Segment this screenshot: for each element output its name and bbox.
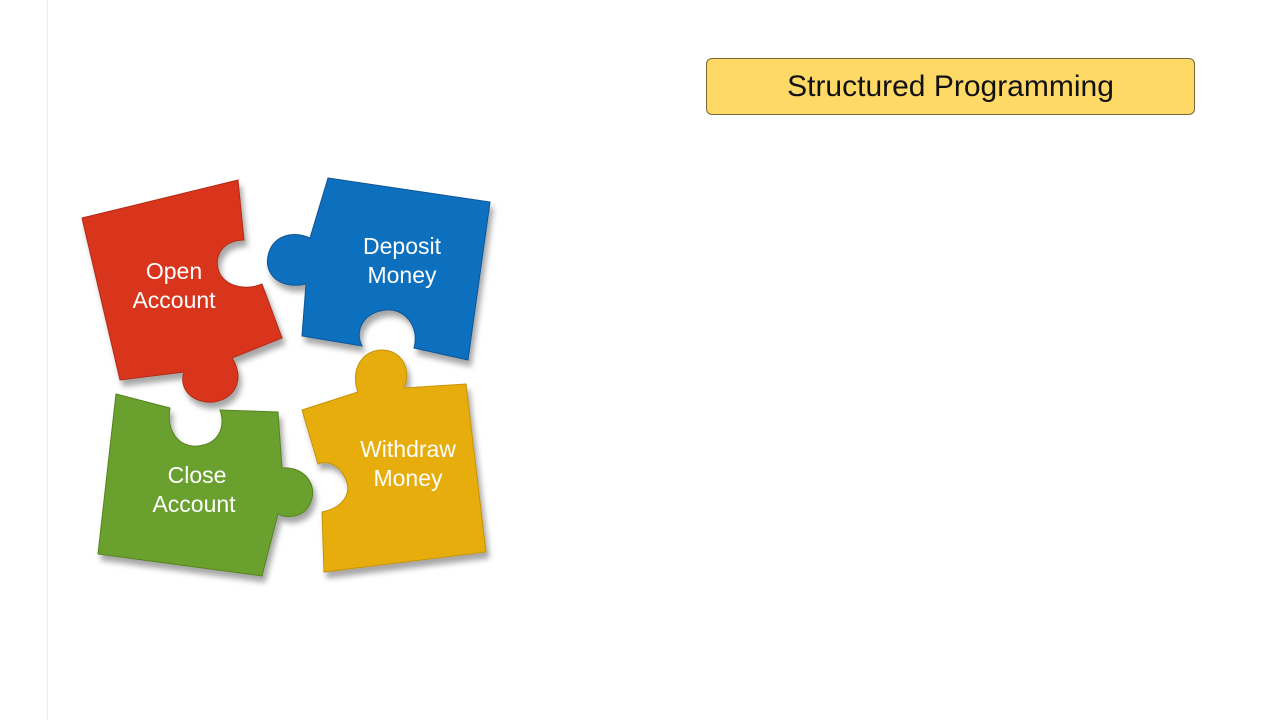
slide-title-box: Structured Programming: [706, 58, 1195, 115]
piece-label-line2: Money: [373, 465, 443, 491]
piece-label-line1: Withdraw: [360, 436, 456, 462]
piece-label-line1: Open: [146, 258, 202, 284]
piece-label-line1: Deposit: [363, 233, 442, 259]
piece-label-line1: Close: [168, 462, 227, 488]
slide-title: Structured Programming: [787, 69, 1114, 103]
puzzle-piece-shape: [266, 177, 491, 361]
puzzle-piece-shape: [301, 349, 487, 573]
puzzle-piece-withdraw-money: Withdraw Money: [301, 349, 487, 573]
puzzle-piece-shape: [97, 393, 314, 577]
puzzle-piece-deposit-money: Deposit Money: [266, 177, 491, 361]
puzzle-piece-close-account: Close Account: [97, 393, 314, 577]
left-margin-rule: [47, 0, 48, 720]
piece-label-line2: Account: [132, 287, 216, 313]
piece-label-line2: Account: [152, 491, 236, 517]
puzzle-piece-shape: [81, 179, 283, 403]
puzzle-piece-open-account: Open Account: [81, 179, 283, 403]
piece-label-line2: Money: [367, 262, 437, 288]
